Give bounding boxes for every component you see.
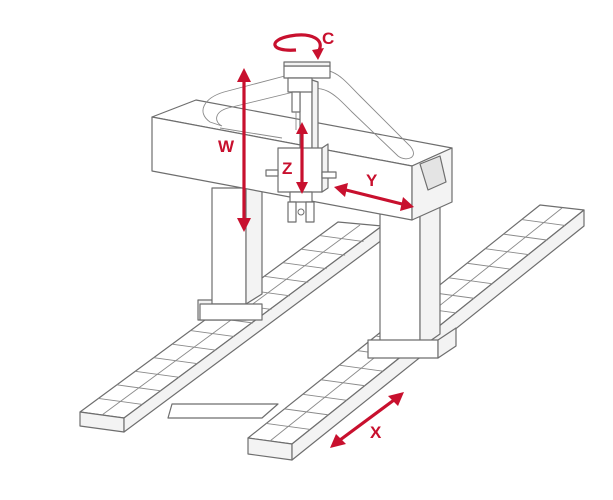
cable-loop [202, 69, 414, 160]
w-axis-arrow [237, 68, 251, 232]
z-axis-label: Z [282, 159, 292, 178]
z-carriage [265, 143, 337, 193]
z-axis-arrow [296, 122, 308, 194]
workpiece-plate [167, 403, 279, 419]
tool-gripper [287, 191, 315, 223]
gantry-left-leg [197, 177, 263, 321]
y-axis-label: Y [366, 171, 378, 190]
x-axis-label: X [370, 423, 382, 442]
spindle-head-top [283, 61, 331, 130]
x-axis-arrow [330, 392, 404, 448]
c-axis-label: C [322, 29, 334, 48]
w-axis-label: W [218, 137, 235, 156]
y-axis-arrow [334, 183, 414, 211]
c-axis-arrow [273, 33, 324, 60]
